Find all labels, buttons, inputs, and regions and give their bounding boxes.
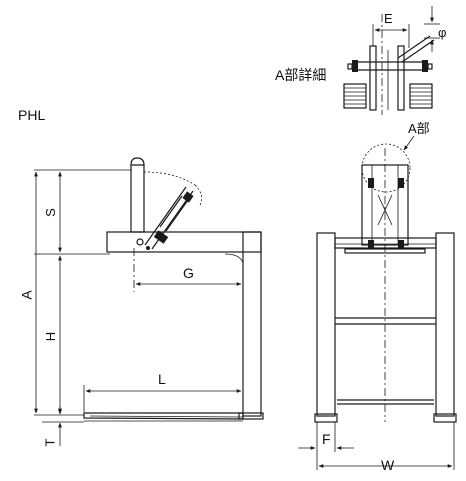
side-arm [106,231,262,253]
dim-label-l: L [158,371,166,387]
detail-a-ref: A部 [408,121,430,136]
front-right-foot [433,413,457,423]
side-post [242,231,262,417]
side-pole [130,164,145,233]
front-view [298,135,457,470]
dim-label-e: E [384,11,393,26]
dim-label-phi: φ [438,25,447,40]
detail-a-title: A部詳細 [275,67,327,83]
dim-label-w: W [381,457,395,473]
detail-a-view [343,6,440,115]
model-label: PHL [18,107,46,123]
dim-label-f: F [322,431,331,447]
front-right-post [435,232,455,417]
side-base-plate [83,412,244,420]
dim-label-t: T [42,438,58,447]
side-view [34,157,264,446]
dim-label-h: H [43,331,59,342]
front-head-unit [361,164,409,246]
front-left-post [316,232,336,417]
side-post-foot [238,412,264,420]
dim-label-s: S [42,208,58,217]
front-left-foot [314,413,338,423]
dim-label-a: A [18,290,35,300]
dim-label-g: G [183,265,194,281]
detail-a-circle [361,143,411,193]
